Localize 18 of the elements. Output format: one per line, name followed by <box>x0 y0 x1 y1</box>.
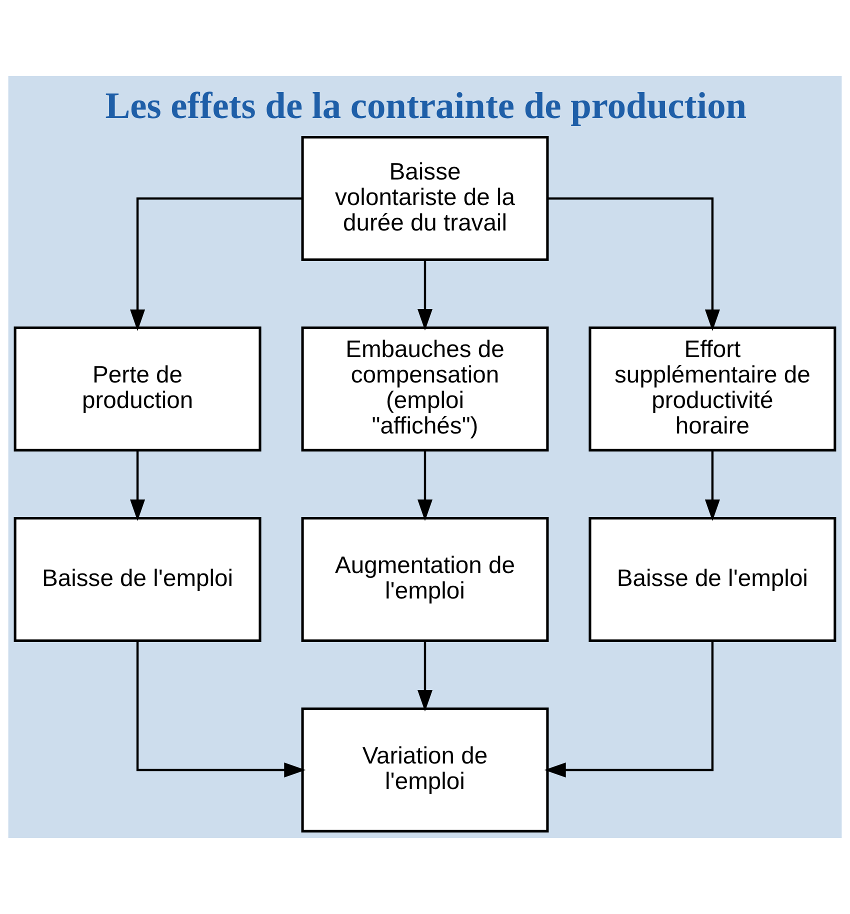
diagram-title: Les effets de la contrainte de production <box>105 86 747 127</box>
arrow <box>417 450 433 521</box>
arrow <box>136 640 306 778</box>
node-box: Perte de production <box>14 326 262 452</box>
arrow <box>130 197 302 331</box>
node-box: Effort supplémentaire de productivité horaire <box>588 326 836 452</box>
arrow <box>417 260 433 330</box>
arrow <box>417 640 433 712</box>
arrow <box>704 450 720 521</box>
arrow <box>130 450 146 521</box>
node-box: Baisse volontariste de la durée du travail <box>301 136 549 261</box>
node-box: Augmentation de l'emploi <box>301 516 549 642</box>
arrow <box>548 197 720 331</box>
node-box: Variation de l'emploi <box>301 707 549 832</box>
node-box: Baisse de l'emploi <box>14 516 262 642</box>
node-box: Embauches de compensation (emploi "affichés") <box>301 326 549 452</box>
node-box: Baisse de l'emploi <box>588 516 836 642</box>
arrow <box>544 640 714 778</box>
